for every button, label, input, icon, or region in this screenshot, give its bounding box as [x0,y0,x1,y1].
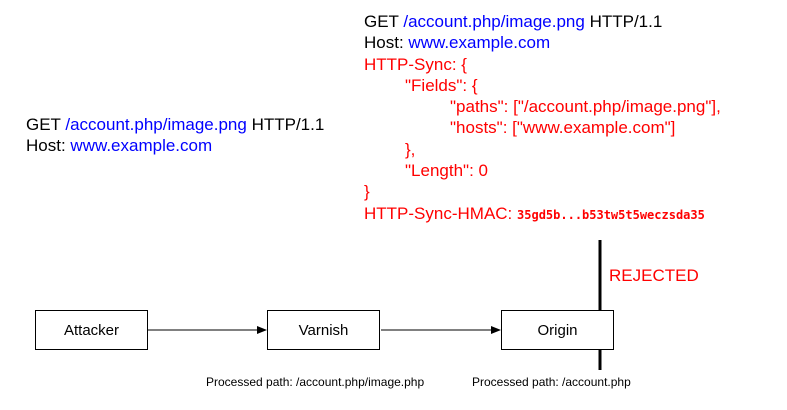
hmac-label: HTTP-Sync-HMAC: [364,203,513,223]
hmac-line: HTTP-Sync-HMAC: 35gd5b...b53tw5t5weczsda… [364,203,721,224]
http-sync-close: } [364,182,370,202]
host-label: Host: [26,136,66,156]
length-line: "Length": 0 [405,161,488,181]
attacker-node: Attacker [35,310,148,350]
request-line: GET /account.php/image.png HTTP/1.1 [364,11,721,32]
varnish-forwarded-request: GET /account.php/image.png HTTP/1.1 Host… [364,11,721,224]
host-line: Host: www.example.com [26,135,324,156]
fields-close: }, [405,139,416,159]
request-path: /account.php/image.png [65,115,247,134]
varnish-processed-path: Processed path: /account.php/image.php [206,375,425,389]
http-method: GET [364,12,399,31]
host-label: Host: [364,33,404,53]
request-line: GET /account.php/image.png HTTP/1.1 [26,114,324,135]
host-line: Host: www.example.com [364,32,721,53]
http-protocol: HTTP/1.1 [251,115,325,134]
attacker-request: GET /account.php/image.png HTTP/1.1 Host… [26,114,324,157]
http-method: GET [26,115,61,134]
host-value: www.example.com [408,33,551,53]
varnish-node: Varnish [267,310,380,350]
hosts-line: "hosts": ["www.example.com"] [450,118,676,138]
origin-node: Origin [501,310,614,350]
origin-processed-path: Processed path: /account.php [472,375,631,389]
request-path: /account.php/image.png [403,12,585,31]
http-protocol: HTTP/1.1 [589,12,663,31]
http-sync-open: HTTP-Sync: { [364,54,467,74]
rejected-label: REJECTED [609,266,699,285]
fields-open: "Fields": { [405,75,478,95]
host-value: www.example.com [70,136,213,156]
paths-line: "paths": ["/account.php/image.png"], [450,97,721,117]
hmac-value: 35gd5b...b53tw5t5weczsda35 [517,207,705,222]
